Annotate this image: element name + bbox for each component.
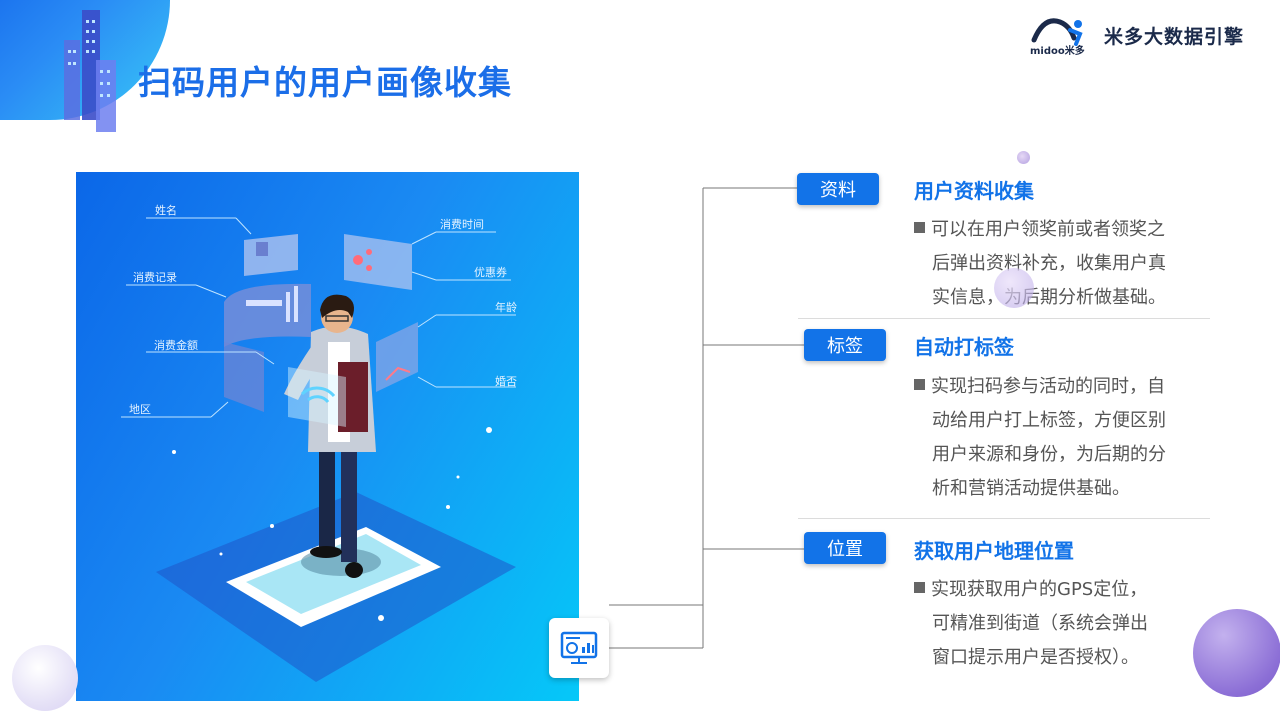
label-purchase-amount: 消费金额 [154,339,198,352]
section-title-profile: 用户资料收集 [914,179,1034,203]
body-line-text: 实现获取用户的GPS定位， [931,579,1148,600]
body-line: 实现获取用户的GPS定位， [914,573,1148,607]
body-line-text: 实现扫码参与活动的同时，自 [931,376,1165,397]
body-line: 动给用户打上标签，方便区别 [932,410,1166,431]
logo-text: midoo米多 [1030,46,1085,57]
analytics-screen-icon [560,631,598,664]
section-body-auto-tag: 实现扫码参与活动的同时，自 动给用户打上标签，方便区别 用户来源和身份，为后期的… [914,370,1166,506]
city-buildings-icon [64,10,116,132]
label-region: 地区 [129,403,151,416]
page-title: 扫码用户的用户画像收集 [138,63,512,102]
body-line: 用户来源和身份，为后期的分 [932,444,1166,465]
body-line: 可以在用户领奖前或者领奖之 [914,213,1166,247]
body-line: 窗口提示用户是否授权）。 [932,647,1139,668]
section-divider [798,518,1210,519]
section-body-location: 实现获取用户的GPS定位， 可精准到街道（系统会弹出 窗口提示用户是否授权）。 [914,573,1148,675]
hero-illustration: 姓名 消费记录 消费金额 地区 消费时间 优惠券 年龄 婚否 [76,172,579,701]
label-purchase-record: 消费记录 [133,271,177,284]
decor-bubble [994,268,1034,308]
label-age: 年龄 [495,301,517,314]
label-purchase-time: 消费时间 [440,218,484,231]
label-name: 姓名 [155,204,177,217]
label-coupon: 优惠券 [474,266,507,279]
section-divider [798,318,1210,319]
decor-bubble [1193,609,1280,697]
tag-label: 标签 [804,329,886,361]
section-title-location: 获取用户地理位置 [914,539,1074,563]
bullet-icon [914,379,925,390]
body-line: 可精准到街道（系统会弹出 [932,613,1148,634]
decor-bubble [1017,151,1030,164]
midoo-logo-icon [1031,18,1083,46]
body-line: 实现扫码参与活动的同时，自 [914,370,1166,404]
bullet-icon [914,582,925,593]
tag-location: 位置 [804,532,886,564]
body-line: 实信息，为后期分析做基础。 [932,287,1166,308]
person-data-illustration [121,217,516,682]
bullet-icon [914,222,925,233]
section-body-profile: 可以在用户领奖前或者领奖之 后弹出资料补充，收集用户真 实信息，为后期分析做基础… [914,213,1166,315]
body-line-text: 可以在用户领奖前或者领奖之 [931,219,1165,240]
body-line: 后弹出资料补充，收集用户真 [932,253,1166,274]
label-marital-status: 婚否 [495,375,517,388]
decor-bubble [12,645,78,711]
tag-profile: 资料 [797,173,879,205]
section-title-auto-tag: 自动打标签 [914,335,1014,359]
brand-name: 米多大数据引擎 [1104,26,1245,48]
analytics-screen-icon-badge [549,618,609,678]
body-line: 析和营销活动提供基础。 [932,478,1130,499]
